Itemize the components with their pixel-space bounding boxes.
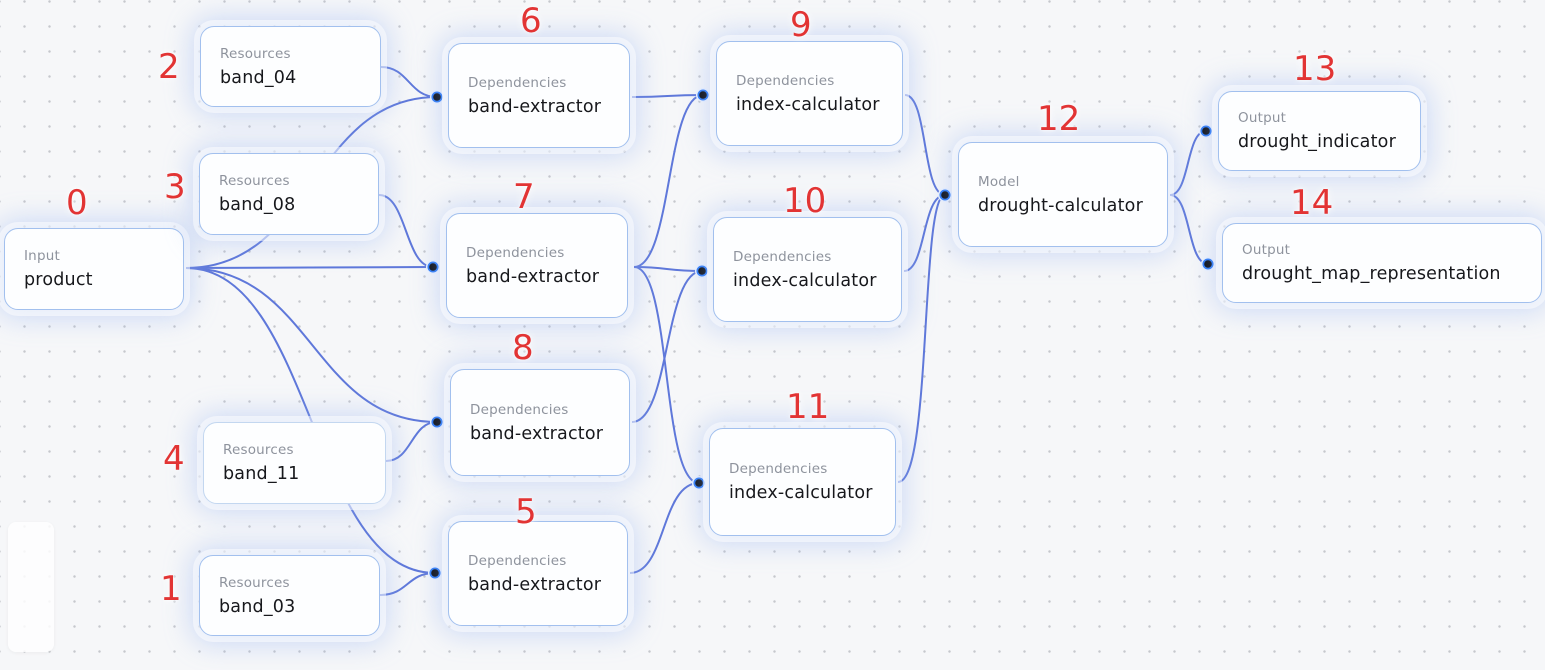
node-resource-band-08[interactable]: Resources band_08 bbox=[199, 153, 379, 235]
node-type-label: Resources bbox=[219, 574, 290, 591]
node-type-label: Model bbox=[978, 173, 1020, 190]
edge-calculator11-to-model bbox=[897, 194, 946, 483]
node-title: drought_indicator bbox=[1238, 132, 1396, 152]
node-input-product[interactable]: Input product bbox=[4, 228, 184, 310]
edge-product-to-extractor-8 bbox=[185, 267, 438, 423]
som-mark: 11 bbox=[786, 387, 830, 427]
node-type-label: Resources bbox=[219, 173, 290, 189]
node-index-calculator-11[interactable]: Dependencies index-calculator bbox=[709, 428, 896, 536]
node-index-calculator-9[interactable]: Dependencies index-calculator bbox=[716, 41, 903, 146]
node-type-label: Output bbox=[1242, 242, 1291, 258]
edge-extractor6-to-calculator-9 bbox=[631, 94, 704, 98]
node-type-label: Resources bbox=[223, 442, 294, 458]
node-band-extractor-5[interactable]: Dependencies band-extractor bbox=[448, 521, 628, 626]
som-mark: 12 bbox=[1037, 99, 1081, 139]
input-handle[interactable] bbox=[427, 565, 443, 581]
node-title: index-calculator bbox=[736, 94, 880, 115]
som-mark: 10 bbox=[783, 181, 827, 221]
edge-model-to-output-14 bbox=[1169, 194, 1209, 265]
node-output-drought-indicator[interactable]: Output drought_indicator bbox=[1218, 91, 1421, 171]
side-panel-strip bbox=[8, 522, 54, 652]
som-mark: 5 bbox=[515, 492, 537, 532]
edge-calculator10-to-model bbox=[903, 194, 946, 272]
input-handle[interactable] bbox=[425, 259, 441, 275]
node-resource-band-03[interactable]: Resources band_03 bbox=[199, 555, 380, 636]
node-type-label: Dependencies bbox=[468, 552, 567, 569]
som-mark: 4 bbox=[163, 439, 185, 479]
input-handle[interactable] bbox=[937, 187, 953, 203]
node-title: band-extractor bbox=[466, 266, 600, 287]
node-title: drought_map_representation bbox=[1242, 264, 1501, 284]
node-title: drought-calculator bbox=[978, 195, 1143, 216]
node-type-label: Input bbox=[24, 248, 60, 264]
edge-band03-to-extractor-5 bbox=[379, 572, 436, 596]
node-title: band-extractor bbox=[468, 574, 602, 595]
node-type-label: Dependencies bbox=[466, 244, 565, 261]
node-type-label: Dependencies bbox=[470, 401, 569, 418]
node-title: band_11 bbox=[223, 464, 300, 484]
input-handle[interactable] bbox=[694, 263, 710, 279]
node-band-extractor-8[interactable]: Dependencies band-extractor bbox=[450, 369, 630, 476]
node-title: index-calculator bbox=[733, 270, 877, 291]
node-index-calculator-10[interactable]: Dependencies index-calculator bbox=[713, 217, 902, 322]
edge-band11-to-extractor-8 bbox=[385, 421, 438, 462]
edge-extractor7-to-calculator-9 bbox=[633, 94, 704, 268]
input-handle[interactable] bbox=[429, 414, 445, 430]
node-type-label: Dependencies bbox=[733, 248, 832, 265]
node-type-label: Resources bbox=[220, 45, 291, 62]
edge-model-to-output-13 bbox=[1169, 130, 1207, 196]
edge-product-to-extractor-5 bbox=[185, 267, 436, 574]
som-mark: 13 bbox=[1293, 49, 1337, 89]
som-mark: 0 bbox=[66, 183, 88, 223]
som-mark: 1 bbox=[160, 569, 182, 609]
node-resource-band-04[interactable]: Resources band_04 bbox=[200, 26, 381, 107]
edge-extractor5-to-calculator-11 bbox=[629, 482, 700, 574]
input-handle[interactable] bbox=[695, 87, 711, 103]
node-title: band_04 bbox=[220, 67, 297, 88]
som-mark: 2 bbox=[158, 47, 180, 87]
node-band-extractor-7[interactable]: Dependencies band-extractor bbox=[446, 213, 628, 318]
node-resource-band-11[interactable]: Resources band_11 bbox=[203, 422, 386, 504]
node-output-drought-map-representation[interactable]: Output drought_map_representation bbox=[1222, 223, 1542, 303]
node-band-extractor-6[interactable]: Dependencies band-extractor bbox=[448, 43, 630, 148]
node-type-label: Output bbox=[1238, 110, 1287, 126]
node-type-label: Dependencies bbox=[729, 461, 828, 477]
som-mark: 14 bbox=[1290, 183, 1334, 223]
node-type-label: Dependencies bbox=[468, 74, 567, 91]
edge-extractor7-to-calculator-11 bbox=[633, 266, 700, 484]
som-mark: 3 bbox=[164, 167, 186, 207]
som-mark: 7 bbox=[513, 177, 535, 217]
edge-product-to-extractor-7 bbox=[185, 266, 434, 269]
node-title: band-extractor bbox=[470, 423, 604, 444]
input-handle[interactable] bbox=[429, 89, 445, 105]
som-mark: 6 bbox=[520, 1, 542, 41]
node-title: index-calculator bbox=[729, 483, 873, 503]
edge-extractor8-to-calculator-10 bbox=[631, 270, 703, 423]
node-title: product bbox=[24, 270, 93, 290]
node-title: band_03 bbox=[219, 596, 296, 617]
input-handle[interactable] bbox=[1198, 123, 1214, 139]
input-handle[interactable] bbox=[1200, 256, 1216, 272]
edge-band08-to-extractor-7 bbox=[378, 194, 434, 268]
edge-extractor7-to-calculator-10 bbox=[633, 266, 703, 272]
node-model-drought-calculator[interactable]: Model drought-calculator bbox=[958, 142, 1168, 247]
input-handle[interactable] bbox=[691, 475, 707, 491]
node-title: band-extractor bbox=[468, 96, 602, 117]
som-mark: 8 bbox=[512, 328, 534, 368]
edge-band04-to-extractor-6 bbox=[380, 66, 438, 98]
edge-calculator9-to-model bbox=[904, 94, 946, 196]
node-title: band_08 bbox=[219, 195, 296, 215]
node-type-label: Dependencies bbox=[736, 72, 835, 89]
som-mark: 9 bbox=[790, 5, 812, 45]
